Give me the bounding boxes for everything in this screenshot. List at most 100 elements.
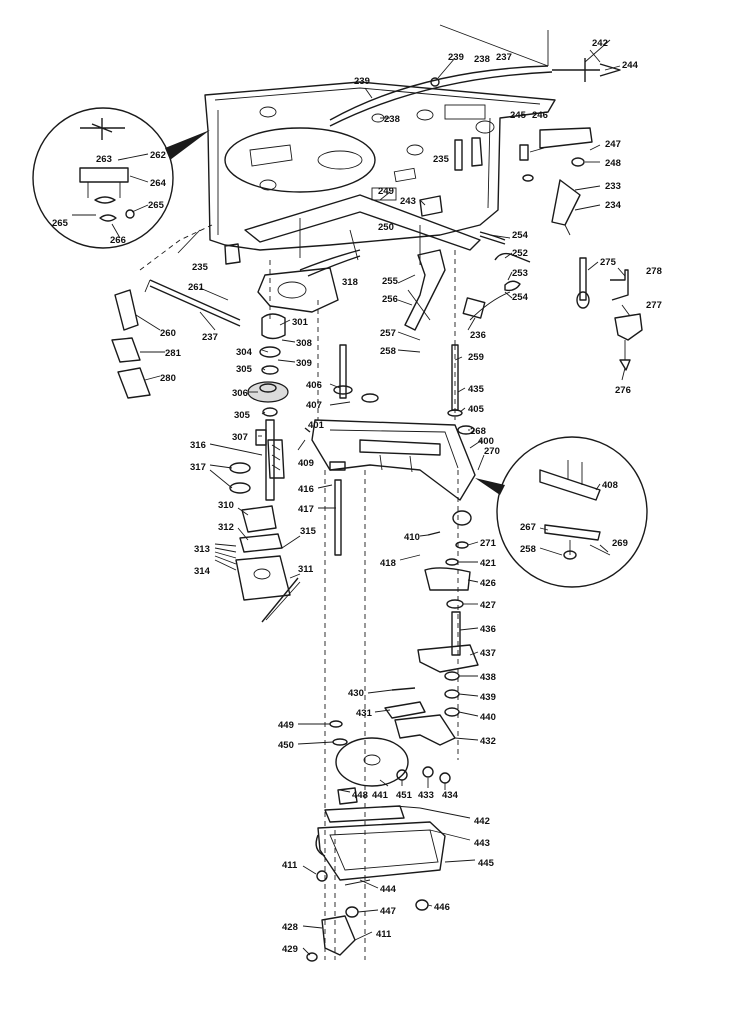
- part-label: 281: [165, 348, 182, 359]
- part-label: 236: [470, 330, 486, 341]
- lower-cam-assembly: [324, 687, 456, 823]
- part-label: 233: [605, 181, 621, 192]
- part-label: 447: [380, 906, 396, 917]
- part-label: 305: [236, 364, 253, 375]
- part-label: 238: [384, 114, 400, 125]
- right-side-parts: [576, 257, 643, 371]
- part-label: 431: [356, 708, 373, 719]
- part-label: 278: [646, 266, 662, 277]
- part-label: 235: [433, 154, 450, 165]
- part-label: 439: [480, 692, 496, 703]
- part-label: 429: [282, 944, 298, 955]
- part-label: 263: [96, 154, 112, 165]
- part-label: 258: [520, 544, 536, 555]
- part-label: 410: [404, 532, 420, 543]
- part-label: 310: [218, 500, 234, 511]
- part-label: 249: [378, 186, 394, 197]
- part-label: 446: [434, 902, 450, 913]
- part-label: 427: [480, 600, 496, 611]
- part-label: 307: [232, 432, 248, 443]
- part-label: 400: [478, 436, 494, 447]
- part-label: 449: [278, 720, 294, 731]
- part-label: 430: [348, 688, 364, 699]
- part-label: 311: [298, 564, 314, 575]
- part-label: 262: [150, 150, 166, 161]
- part-label: 265: [148, 200, 165, 211]
- tone-arm-cable: [329, 24, 621, 127]
- part-label: 254: [512, 292, 529, 303]
- part-label: 257: [380, 328, 396, 339]
- part-label: 418: [380, 558, 396, 569]
- part-label: 314: [194, 566, 211, 577]
- part-label: 416: [298, 484, 314, 495]
- part-label: 250: [378, 222, 394, 233]
- part-label: 318: [342, 277, 358, 288]
- part-label: 264: [150, 178, 167, 189]
- part-label: 308: [296, 338, 312, 349]
- leader-lines: [111, 49, 631, 956]
- part-label: 259: [468, 352, 484, 363]
- part-label: 316: [190, 440, 206, 451]
- right-top-parts: [454, 127, 593, 236]
- part-label: 421: [480, 558, 497, 569]
- part-label: 237: [202, 332, 218, 343]
- part-label: 428: [282, 922, 298, 933]
- right-mid-parts: [424, 510, 472, 609]
- part-label: 242: [592, 38, 608, 49]
- part-label: 438: [480, 672, 496, 683]
- part-label: 405: [468, 404, 485, 415]
- part-label: 246: [532, 110, 548, 121]
- part-label: 406: [306, 380, 322, 391]
- parts-252-254: [462, 252, 531, 321]
- part-label: 243: [400, 196, 416, 207]
- part-label: 448: [352, 790, 368, 801]
- part-label: 260: [160, 328, 176, 339]
- mount-bracket-249: [244, 194, 506, 265]
- part-label: 434: [442, 790, 459, 801]
- part-label: 237: [496, 52, 512, 63]
- part-label: 435: [468, 384, 485, 395]
- part-label: 256: [382, 294, 398, 305]
- assembly-lines: [269, 250, 459, 960]
- part-label: 261: [188, 282, 205, 293]
- part-label: 408: [602, 480, 618, 491]
- left-parts: [111, 224, 241, 399]
- part-label: 301: [292, 317, 309, 328]
- part-label: 437: [480, 648, 496, 659]
- part-label: 443: [474, 838, 490, 849]
- part-label: 235: [192, 262, 209, 273]
- part-label: 444: [380, 884, 397, 895]
- part-label: 312: [218, 522, 234, 533]
- part-label: 239: [448, 52, 464, 63]
- part-label: 409: [298, 458, 314, 469]
- part-label: 417: [298, 504, 314, 515]
- detail-circle-right: [475, 436, 648, 588]
- part-label: 441: [372, 790, 389, 801]
- part-label: 450: [278, 740, 294, 751]
- main-chassis: [304, 344, 476, 556]
- part-label: 445: [478, 858, 495, 869]
- part-label: 254: [512, 230, 529, 241]
- part-label: 239: [354, 76, 370, 87]
- part-label: 317: [190, 462, 206, 473]
- part-label: 451: [396, 790, 413, 801]
- part-label: 442: [474, 816, 490, 827]
- part-label: 436: [480, 624, 496, 635]
- part-label: 276: [615, 385, 631, 396]
- part-label: 252: [512, 248, 528, 259]
- part-label: 309: [296, 358, 312, 369]
- cueing-plate: [257, 229, 361, 313]
- parts-255-256: [404, 249, 446, 331]
- part-label: 270: [484, 446, 500, 457]
- part-label: 267: [520, 522, 536, 533]
- part-label: 244: [622, 60, 639, 71]
- part-label: 238: [474, 54, 490, 65]
- part-label: 271: [480, 538, 497, 549]
- part-label: 275: [600, 257, 617, 268]
- part-label: 268: [470, 426, 486, 437]
- part-label: 247: [605, 139, 621, 150]
- part-label: 245: [510, 110, 527, 121]
- part-label: 255: [382, 276, 399, 287]
- part-label: 304: [236, 347, 253, 358]
